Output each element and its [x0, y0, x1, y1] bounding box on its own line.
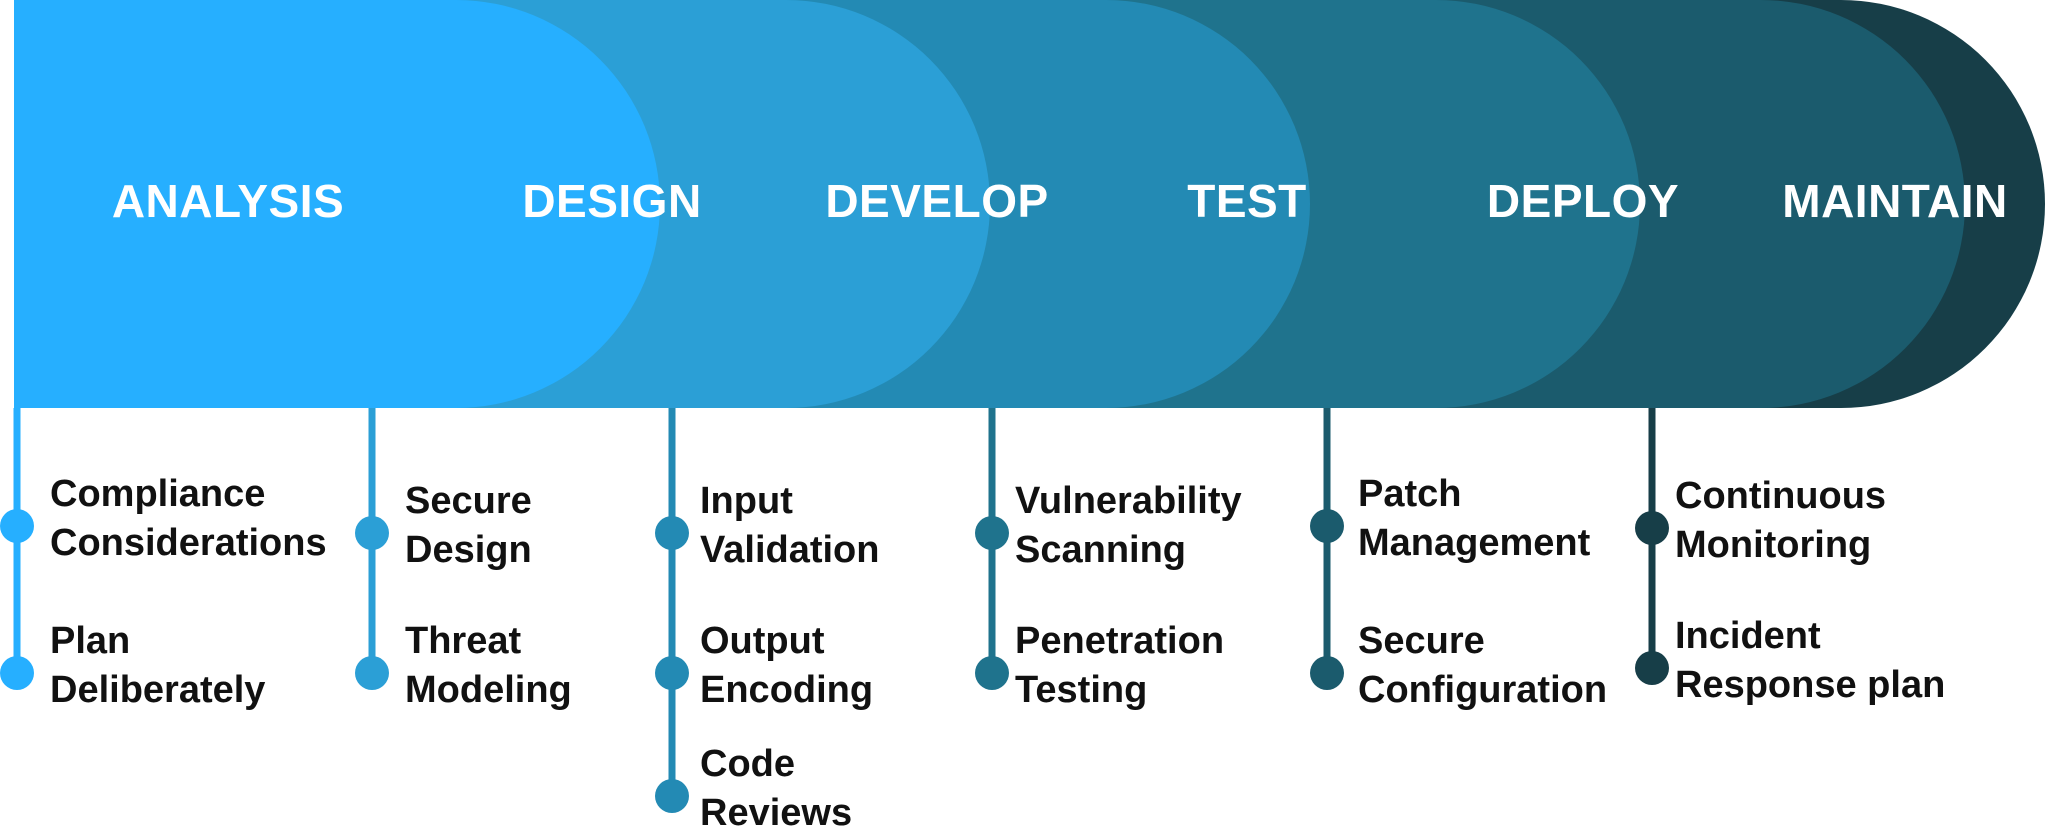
bullet-dot-develop-1 — [655, 516, 689, 550]
item-line: Management — [1358, 522, 1591, 564]
phase-shape-analysis — [14, 0, 660, 408]
item-line: Plan — [50, 620, 131, 662]
bullet-dot-design-1 — [355, 516, 389, 550]
phase-label-maintain: MAINTAIN — [1782, 175, 2008, 227]
item-line: Code — [700, 743, 795, 785]
phase-label-test: TEST — [1187, 175, 1307, 227]
bullet-dot-deploy-2 — [1310, 656, 1344, 690]
item-line: Configuration — [1358, 669, 1608, 711]
item-line: Patch — [1358, 473, 1462, 515]
item-line: Output — [700, 620, 825, 662]
item-line: Input — [700, 480, 793, 522]
bullet-dot-maintain-2 — [1635, 651, 1669, 685]
item-line: Considerations — [50, 522, 327, 564]
item-line: Continuous — [1675, 475, 1887, 517]
bullet-dot-analysis-1 — [0, 509, 34, 543]
item-line: Design — [405, 529, 532, 571]
bullet-dot-design-2 — [355, 656, 389, 690]
item-line: Response plan — [1675, 664, 1946, 706]
item-line: Incident — [1675, 615, 1821, 657]
item-line: Penetration — [1015, 620, 1225, 662]
item-line: Deliberately — [50, 669, 266, 711]
item-line: Scanning — [1015, 529, 1187, 571]
item-line: Testing — [1015, 669, 1148, 711]
phase-label-design: DESIGN — [522, 175, 702, 227]
phase-label-analysis: ANALYSIS — [111, 175, 345, 227]
item-line: Modeling — [405, 669, 572, 711]
bullet-dot-test-1 — [975, 516, 1009, 550]
bullet-dot-maintain-1 — [1635, 511, 1669, 545]
bullet-dot-test-2 — [975, 656, 1009, 690]
bullet-dot-develop-3 — [655, 779, 689, 813]
item-line: Vulnerability — [1015, 480, 1242, 522]
bullet-dot-deploy-1 — [1310, 509, 1344, 543]
phase-label-deploy: DEPLOY — [1486, 175, 1680, 227]
item-line: Encoding — [700, 669, 874, 711]
item-line: Reviews — [700, 792, 853, 834]
phase-label-develop: DEVELOP — [825, 175, 1049, 227]
item-line: Compliance — [50, 473, 266, 515]
item-line: Validation — [700, 529, 880, 571]
item-line: Monitoring — [1675, 524, 1872, 566]
bullet-dot-develop-2 — [655, 656, 689, 690]
bullet-dot-analysis-2 — [0, 656, 34, 690]
item-line: Secure — [405, 480, 532, 522]
item-line: Threat — [405, 620, 522, 662]
item-line: Secure — [1358, 620, 1485, 662]
